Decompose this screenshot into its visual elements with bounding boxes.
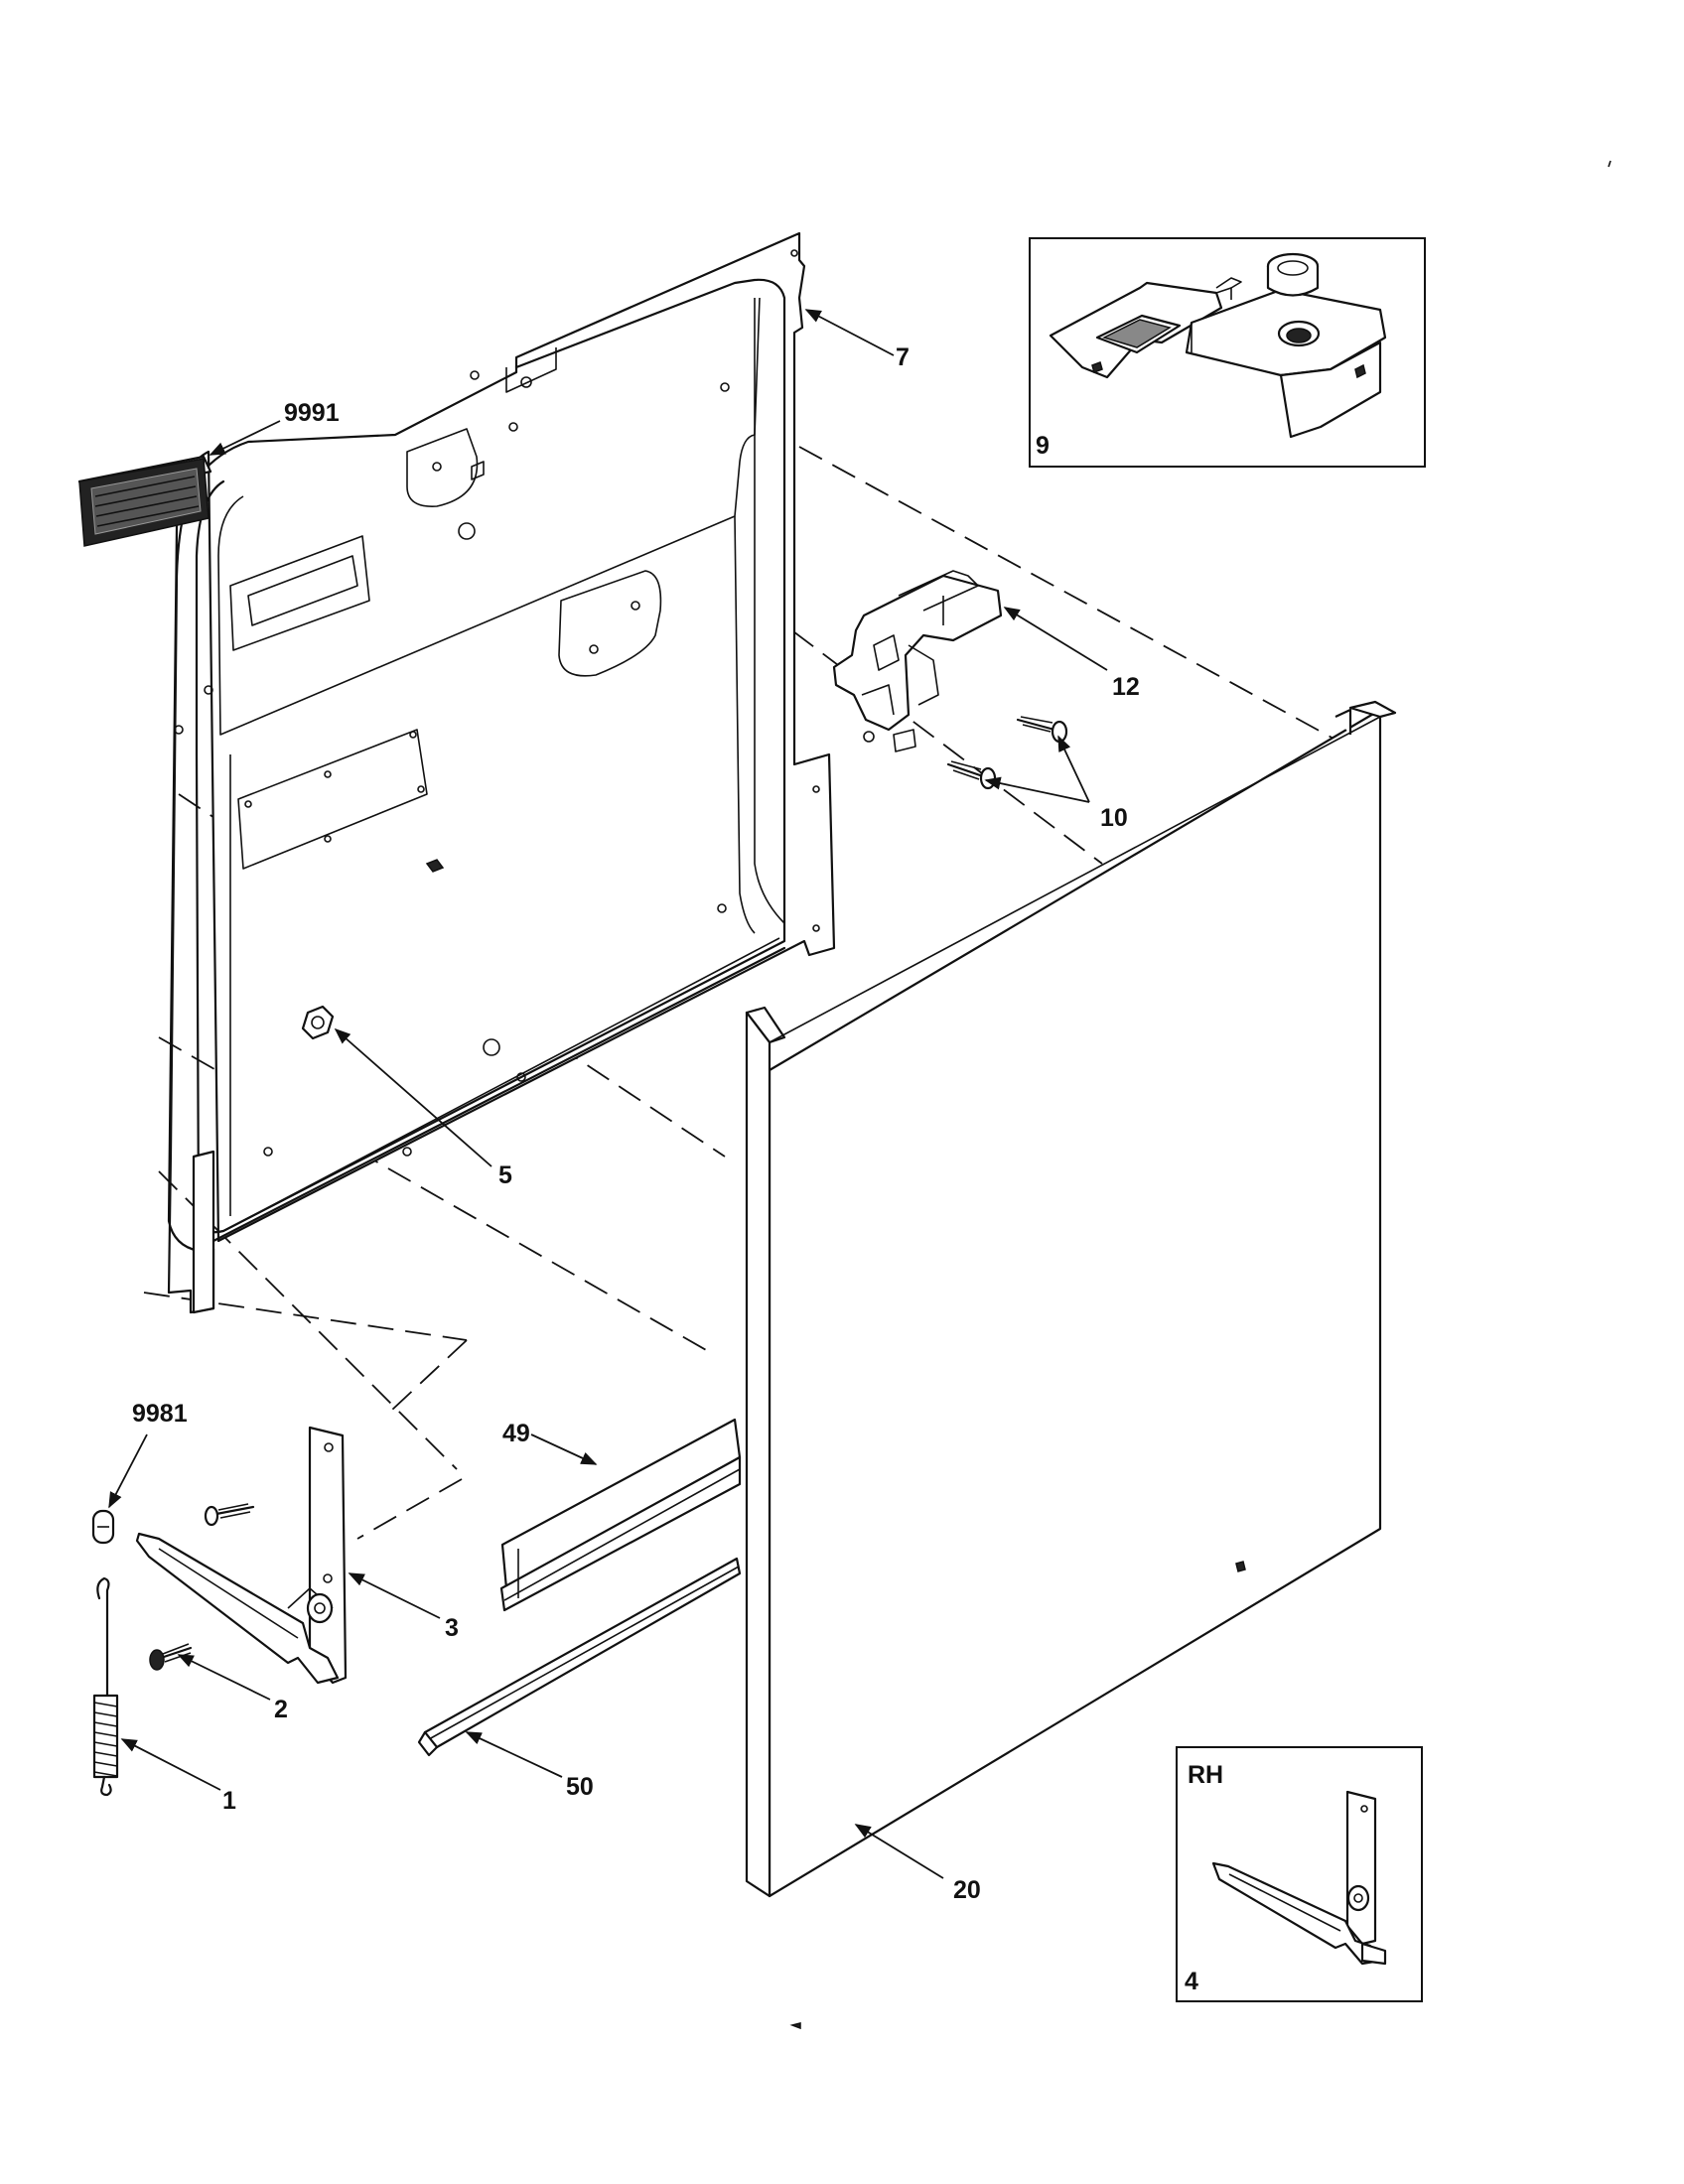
callout-2: 2 bbox=[274, 1696, 288, 1723]
callout-12: 12 bbox=[1112, 673, 1140, 701]
trim-strip-50 bbox=[417, 1557, 742, 1757]
callout-9991: 9991 bbox=[284, 399, 340, 427]
trim-strip-49 bbox=[499, 1418, 742, 1612]
door-spring bbox=[92, 1576, 119, 1797]
hinge-bracket-lh bbox=[135, 1426, 348, 1685]
outer-door-panel bbox=[745, 700, 1397, 1898]
spring-clip bbox=[91, 1509, 115, 1545]
callout-9981: 9981 bbox=[132, 1400, 188, 1428]
stray-mark bbox=[789, 2022, 801, 2030]
inner-door-panel bbox=[167, 231, 836, 1314]
latch-screws bbox=[946, 716, 1068, 790]
callout-10: 10 bbox=[1100, 804, 1128, 832]
callout-labels: 7 9991 9 12 10 5 9981 49 3 2 1 50 20 RH … bbox=[132, 343, 1223, 1995]
leader-lines bbox=[108, 309, 1108, 1879]
callout-rh: RH bbox=[1188, 1761, 1223, 1789]
callout-1: 1 bbox=[222, 1787, 236, 1815]
callout-5: 5 bbox=[498, 1161, 512, 1189]
stray-mark bbox=[1608, 160, 1612, 168]
callout-3: 3 bbox=[445, 1614, 459, 1642]
callout-7: 7 bbox=[896, 343, 910, 371]
callout-49: 49 bbox=[502, 1420, 530, 1447]
callout-4: 4 bbox=[1185, 1968, 1198, 1995]
door-latch-assembly bbox=[832, 570, 1003, 752]
inset-rh-hinge bbox=[1176, 1746, 1423, 2002]
badge bbox=[77, 455, 212, 547]
callout-9: 9 bbox=[1036, 432, 1050, 460]
callout-20: 20 bbox=[953, 1876, 981, 1904]
inset-dispenser bbox=[1029, 237, 1426, 468]
callout-50: 50 bbox=[566, 1773, 594, 1801]
